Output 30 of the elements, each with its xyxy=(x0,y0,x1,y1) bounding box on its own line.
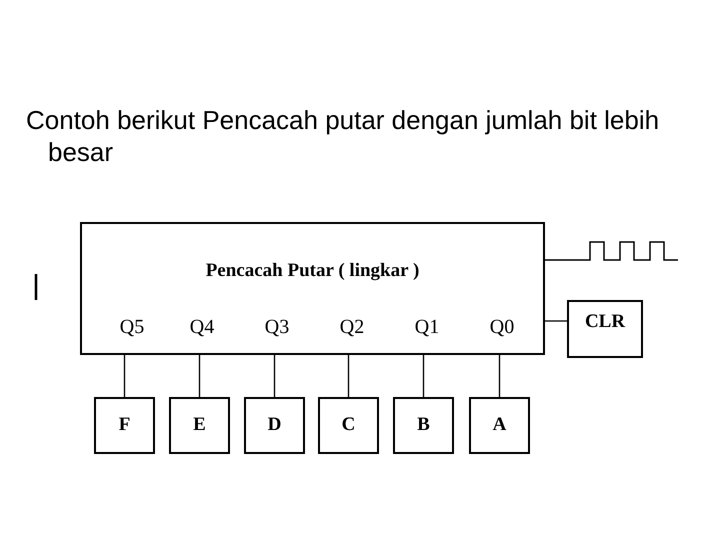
connector-line xyxy=(422,355,424,397)
output-box xyxy=(318,397,379,454)
output-label: Q0 xyxy=(488,316,516,339)
output-label: Q3 xyxy=(264,316,290,339)
connector-line xyxy=(274,355,276,397)
connector-line xyxy=(124,355,126,397)
connector-line xyxy=(545,320,567,322)
output-letter: A xyxy=(492,414,508,436)
output-box xyxy=(169,397,230,454)
output-box xyxy=(244,397,305,454)
title: Contoh berikut Pencacah putar dengan jumlah bit lebih besar xyxy=(26,104,660,168)
output-letter: B xyxy=(416,414,431,436)
output-label: Q1 xyxy=(414,316,440,339)
clear-box xyxy=(567,300,643,358)
output-box xyxy=(393,397,454,454)
output-label: Q4 xyxy=(188,316,216,339)
counter-title: Pencacah Putar ( lingkar ) xyxy=(204,260,420,282)
connector-line xyxy=(198,355,200,397)
output-box xyxy=(94,397,155,454)
output-letter: D xyxy=(266,414,282,436)
output-label: Q2 xyxy=(338,316,366,339)
connector-line xyxy=(498,355,500,397)
output-box xyxy=(469,397,530,454)
output-label: Q5 xyxy=(118,316,146,339)
clear-label: CLR xyxy=(584,311,626,333)
output-letter: F xyxy=(118,414,132,436)
counter-box xyxy=(80,222,545,355)
output-letter: C xyxy=(340,414,356,436)
connector-line xyxy=(348,355,350,397)
output-letter: E xyxy=(192,414,207,436)
